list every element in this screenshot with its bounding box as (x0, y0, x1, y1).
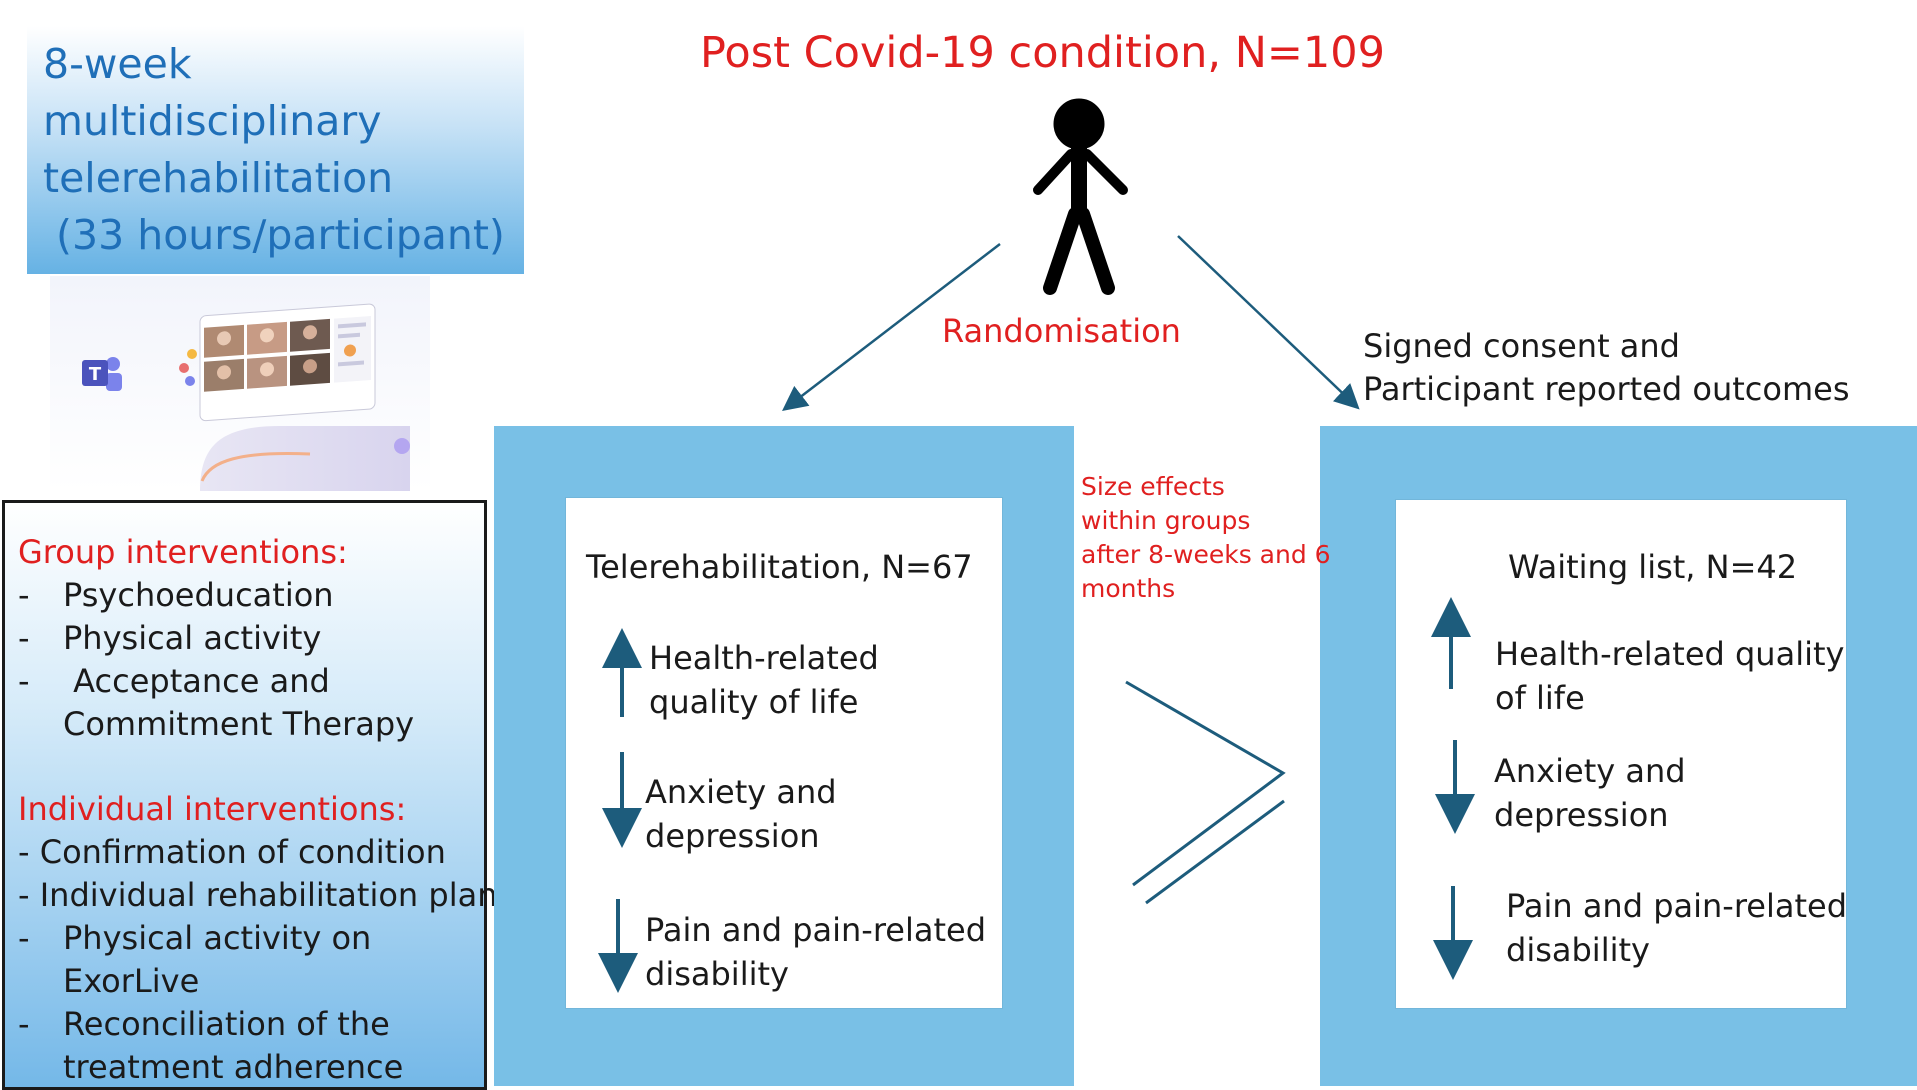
group-intervention-item: - Physical activity (18, 617, 484, 660)
group-intervention-item: - Acceptance and (18, 660, 484, 703)
svg-text:T: T (89, 364, 102, 385)
individual-intervention-item: - Physical activity on (18, 917, 484, 960)
randomisation-arrow-left (782, 243, 1001, 412)
outcome-item: Health-related quality of life (649, 636, 879, 724)
waiting-list-group-title: Waiting list, N=42 (1508, 548, 1798, 586)
teams-logo-icon: T (82, 357, 122, 391)
size-effects-line: Size effects (1081, 472, 1225, 501)
population-headline: Post Covid-19 condition, N=109 (700, 28, 1385, 78)
group-interventions-heading: Group interventions: (18, 533, 348, 571)
outcome-label: Pain and pain-related (1506, 887, 1848, 925)
randomisation-label: Randomisation (942, 312, 1181, 350)
outcome-item: Pain and pain-related disability (645, 908, 986, 996)
size-effects-line: months (1081, 574, 1176, 603)
telerehab-group-card: Telerehabilitation, N=67 Health-related … (566, 498, 1002, 1008)
individual-intervention-label: Physical activity on (63, 919, 372, 957)
group-intervention-label: Acceptance and (63, 662, 330, 700)
consent-note-line: Signed consent and (1363, 327, 1680, 365)
outcome-label: Health-related quality (1495, 635, 1845, 673)
group-intervention-label: Psychoeducation (63, 576, 334, 614)
interventions-box: Group interventions: - Psychoeducation -… (2, 500, 498, 1090)
outcome-item: Anxiety and depression (1494, 749, 1686, 837)
bullet-dash: - (18, 1005, 30, 1043)
size-effects-note: Size effects within groups after 8-weeks… (1081, 470, 1331, 606)
outcome-item: Anxiety and depression (645, 770, 837, 858)
telerehab-group-title: Telerehabilitation, N=67 (586, 548, 973, 586)
outcome-label: Health-related (649, 639, 879, 677)
outcome-label: Anxiety and (1494, 752, 1686, 790)
group-intervention-item: - Psychoeducation (18, 574, 484, 617)
bullet-dash: - (18, 662, 30, 700)
group-intervention-item-continued: Commitment Therapy (18, 703, 484, 746)
outcome-label: depression (645, 817, 820, 855)
waiting-list-group-card: Waiting list, N=42 Health-related qualit… (1396, 500, 1847, 1008)
bullet-dash: - (18, 919, 30, 957)
outcome-label: Anxiety and (645, 773, 837, 811)
outcome-label: Pain and pain-related (645, 911, 987, 949)
individual-intervention-label: Reconciliation of the (63, 1005, 390, 1043)
program-title-line: telerehabilitation (43, 154, 394, 202)
group-intervention-label: Commitment Therapy (63, 705, 415, 743)
randomisation-arrow-right (1177, 235, 1360, 410)
individual-intervention-item: - Reconciliation of the (18, 1003, 484, 1046)
outcome-label: of life (1495, 679, 1585, 717)
individual-intervention-item-continued: ExorLive (18, 960, 484, 1003)
individual-interventions-heading: Individual interventions: (18, 790, 407, 828)
teams-video-call-illustration: T (50, 276, 430, 491)
outcome-item: Health-related quality of life (1495, 632, 1844, 720)
program-title-line: (33 hours/participant) (43, 211, 505, 259)
consent-note: Signed consent and Participant reported … (1363, 325, 1849, 411)
outcome-label: disability (1506, 931, 1650, 969)
individual-intervention-item: - Confirmation of condition (18, 833, 446, 871)
bullet-dash: - (18, 619, 30, 657)
size-effects-line: within groups (1081, 506, 1251, 535)
size-effects-line: after 8-weeks and 6 (1081, 540, 1331, 569)
individual-intervention-label: ExorLive (63, 962, 200, 1000)
consent-note-line: Participant reported outcomes (1363, 370, 1850, 408)
group-intervention-label: Physical activity (63, 619, 322, 657)
outcome-label: depression (1494, 796, 1669, 834)
bullet-dash: - (18, 576, 30, 614)
program-title-line: multidisciplinary (43, 97, 382, 145)
outcome-label: disability (645, 955, 789, 993)
greater-than-or-equal-icon (1125, 680, 1286, 905)
program-title-box: 8-week multidisciplinary telerehabilitat… (27, 26, 524, 274)
program-title-line: 8-week (43, 40, 192, 88)
outcome-label: quality of life (649, 683, 859, 721)
individual-intervention-item: - Individual rehabilitation plan (18, 876, 498, 914)
stick-figure-icon (1033, 98, 1128, 295)
outcome-item: Pain and pain-related disability (1506, 884, 1847, 972)
